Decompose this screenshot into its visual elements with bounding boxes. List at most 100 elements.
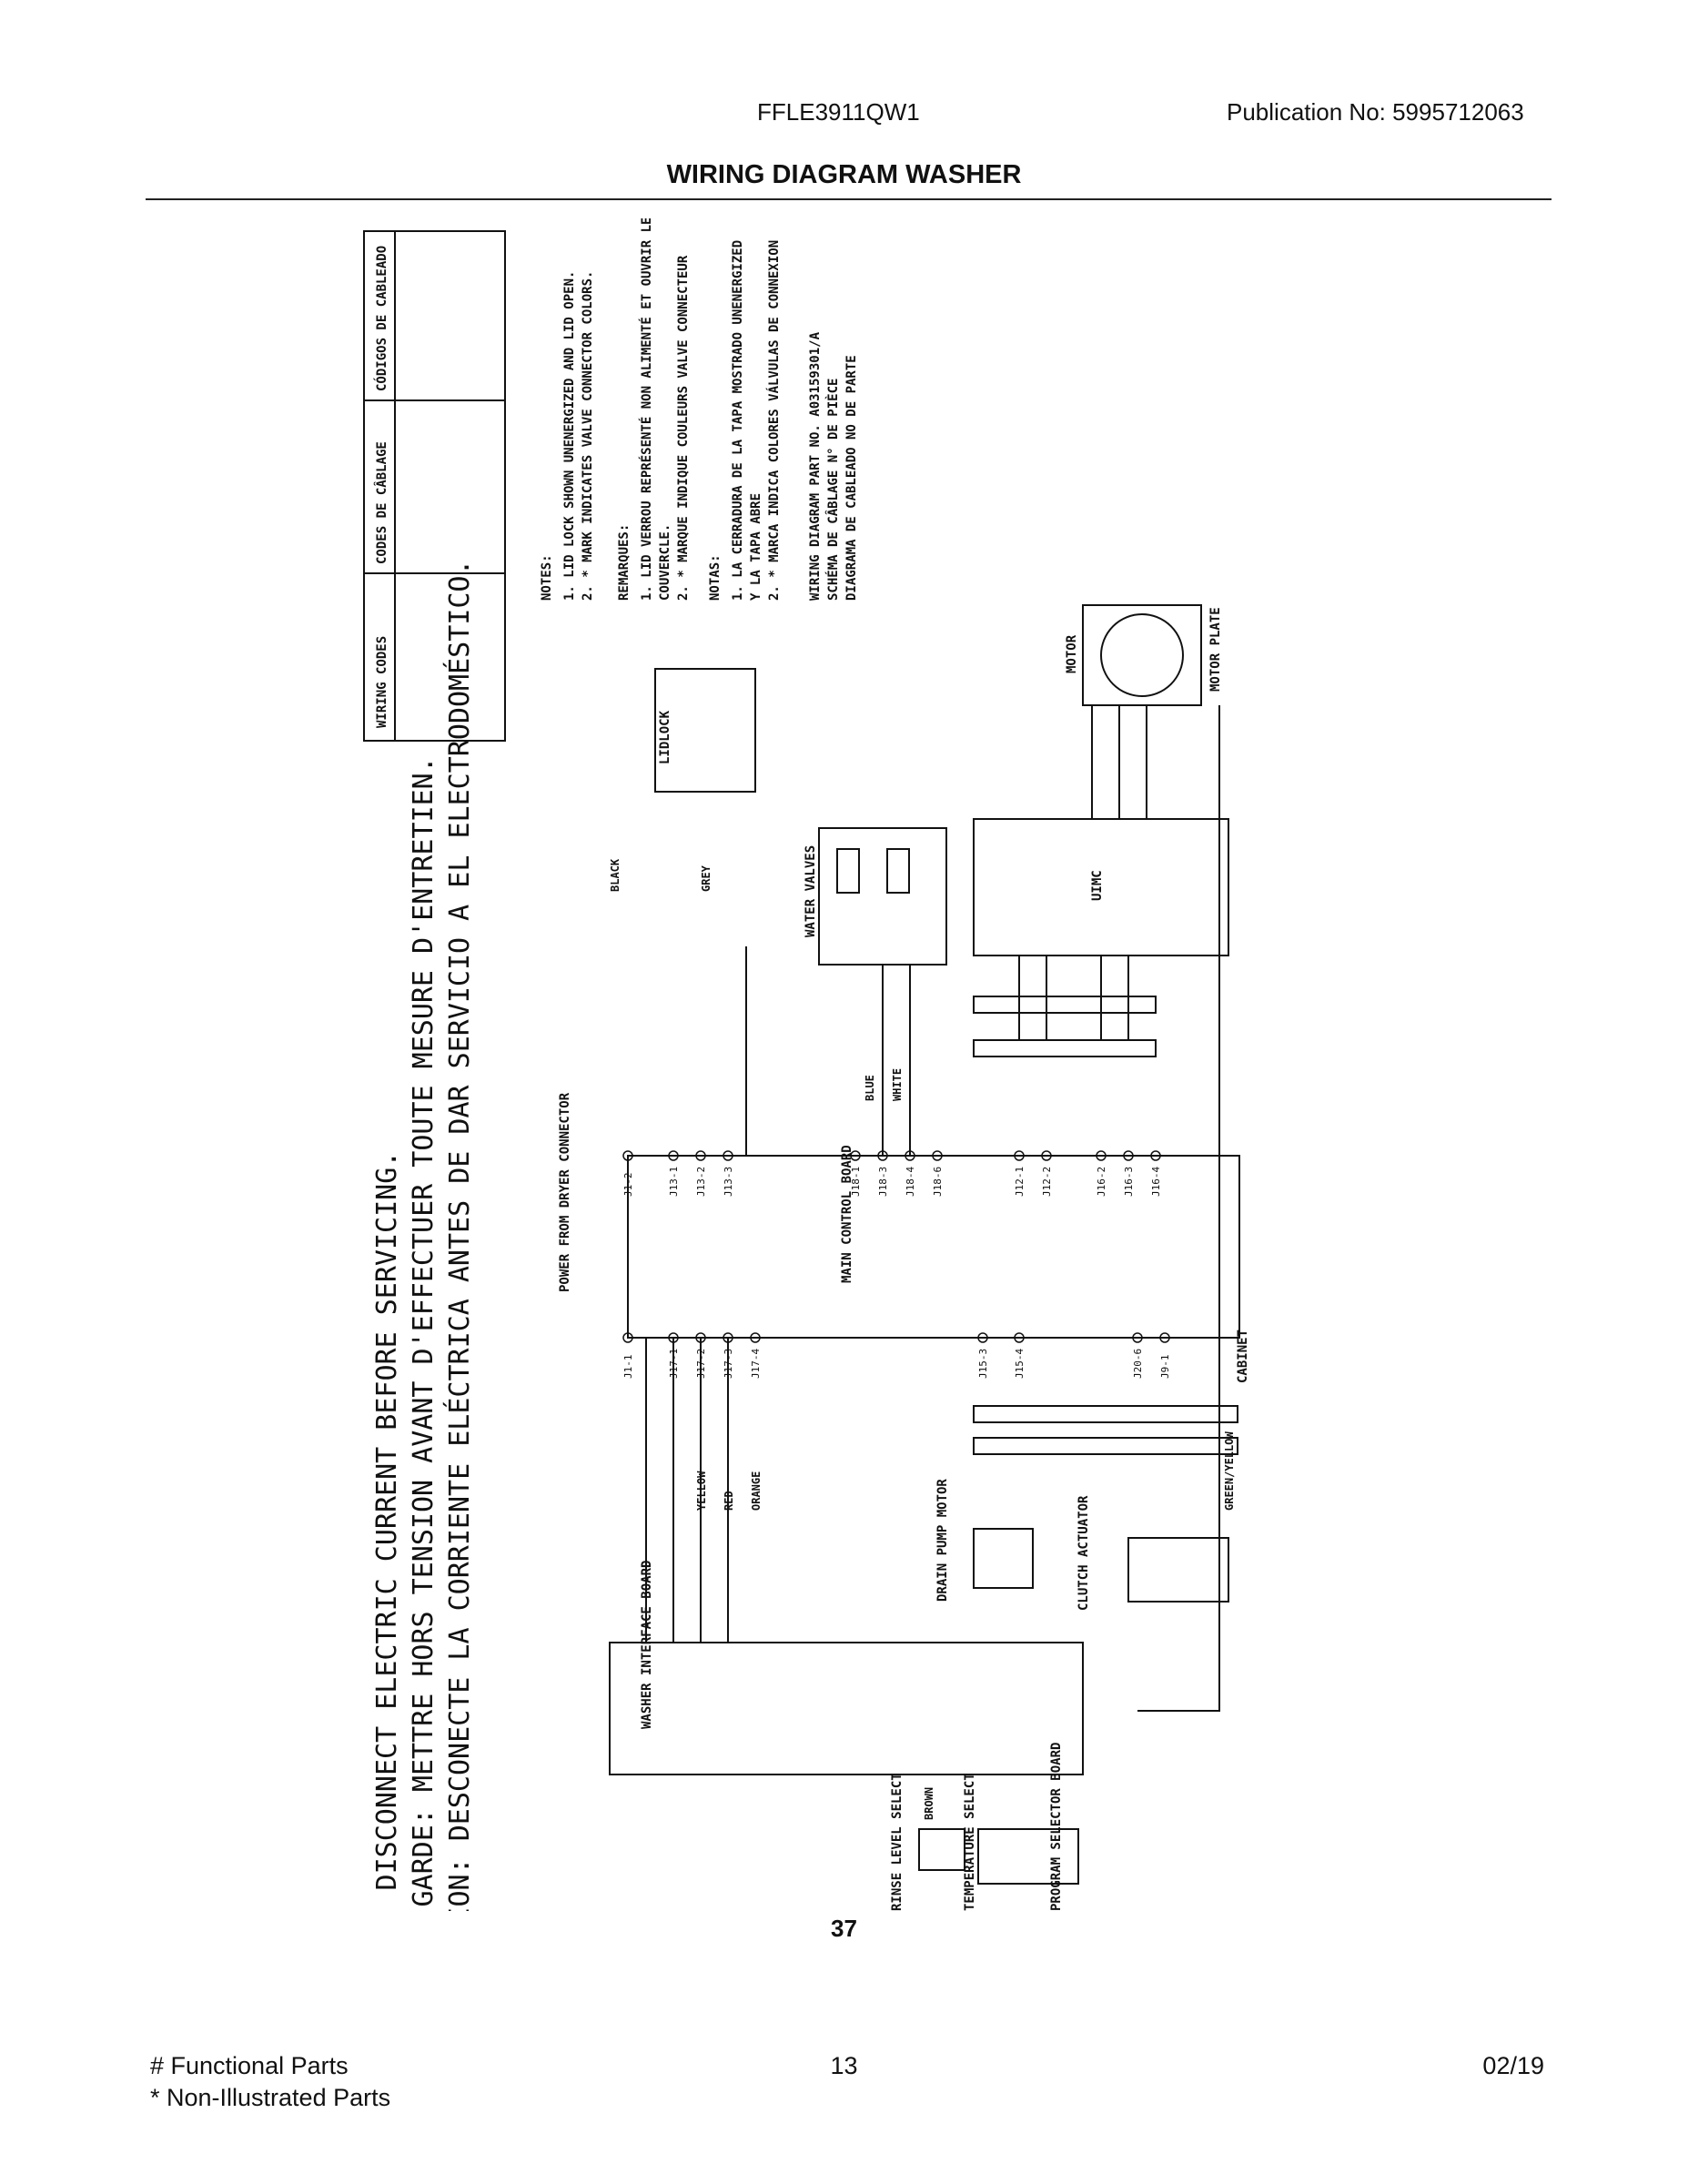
- footer-non-illustrated: * Non-Illustrated Parts: [150, 2084, 391, 2111]
- main-board-bottom-terminal: [668, 1332, 679, 1343]
- motor-label: MOTOR: [1065, 634, 1079, 673]
- main-board-bottom-terminal-label: J1-1: [622, 1355, 634, 1380]
- lidlock-label: LIDLOCK: [658, 710, 672, 764]
- notes-2: 2. * MARK INDICATES VALVE CONNECTOR COLO…: [581, 271, 595, 601]
- main-board-top-terminal: [695, 1150, 706, 1161]
- main-board-bottom-terminal-label: J15-3: [977, 1349, 989, 1379]
- clutch-label: CLUTCH ACTUATOR: [1076, 1495, 1091, 1611]
- notes-1: 1. LID LOCK SHOWN UNENERGIZED AND LID OP…: [562, 271, 577, 601]
- main-board-top-terminal: [1123, 1150, 1134, 1161]
- main-board-label: MAIN CONTROL BOARD: [840, 1145, 854, 1283]
- main-board-top-terminal: [1096, 1150, 1107, 1161]
- notes-9: Y LA TAPA ABRE: [749, 493, 763, 601]
- notes-13: DIAGRAMA DE CABLEADO NO DE PARTE: [844, 355, 859, 601]
- main-board-top-terminal: [668, 1150, 679, 1161]
- notes-11: WIRING DIAGRAM PART NO. A03159301/A: [808, 331, 823, 601]
- main-board-top-terminal-label: J13-1: [668, 1167, 680, 1197]
- notes-5: COUVERCLE.: [658, 524, 672, 601]
- page-title: WIRING DIAGRAM WASHER: [666, 160, 1022, 189]
- main-board-bottom-terminal: [977, 1332, 988, 1343]
- main-board-top-terminal-label: J12-1: [1014, 1167, 1026, 1197]
- wire-green-yellow-label: GREEN/YELLOW: [1223, 1431, 1236, 1511]
- main-board-top-terminal-label: J18-1: [850, 1167, 862, 1197]
- drain-pump-label: DRAIN PUMP MOTOR: [935, 1479, 950, 1602]
- main-board-top-terminal-label: J13-3: [723, 1167, 734, 1197]
- notes-8: 1. LA CERRADURA DE LA TAPA MOSTRADO UNEN…: [731, 240, 745, 601]
- main-board-bottom-terminal-label: J17-3: [723, 1349, 734, 1379]
- rinse-level-select: [918, 1828, 965, 1871]
- notes-6: 2. * MARQUE INDIQUE COULEURS VALVE CONNE…: [676, 255, 691, 601]
- main-board-bottom-terminal: [1159, 1332, 1170, 1343]
- main-board-bottom-terminal: [695, 1332, 706, 1343]
- main-board-top-terminal: [1041, 1150, 1052, 1161]
- main-board-top-terminal: [850, 1150, 861, 1161]
- main-board-top-terminal-label: J16-4: [1150, 1167, 1162, 1197]
- motor-box: [1082, 604, 1202, 706]
- notes-4: 1. LID VERROU REPRÉSENTÉ NON ALIMENTÉ ET…: [639, 218, 654, 601]
- main-board-top-terminal: [1014, 1150, 1025, 1161]
- program-label: PROGRAM SELECTOR BOARD: [1049, 1743, 1064, 1911]
- clutch-actuator-box: [1127, 1537, 1229, 1603]
- main-board-bottom-terminal: [750, 1332, 761, 1343]
- footer-date: 02/19: [1482, 2052, 1544, 2079]
- publication-number: Publication No: 5995712063: [1227, 98, 1524, 126]
- wire-white-label: WHITE: [891, 1068, 904, 1101]
- caution-en: CAUTION: DISCONNECT ELECTRIC CURRENT BEF…: [371, 1151, 403, 1911]
- wire-brown-label: BROWN: [923, 1787, 935, 1820]
- main-board-bottom-terminal-label: J17-2: [695, 1349, 707, 1379]
- lidlock-box: [654, 668, 756, 793]
- motor-plate-label: MOTOR PLATE: [1208, 607, 1223, 692]
- main-board-bottom-terminal-label: J17-4: [750, 1349, 762, 1379]
- caution-es: PRECAUCION: DESCONECTE LA CORRIENTE ELÉC…: [443, 559, 476, 1911]
- drain-pump-motor: [973, 1528, 1034, 1589]
- main-board-top-terminal-label: J16-2: [1096, 1167, 1107, 1197]
- main-board-bottom-terminal: [1132, 1332, 1143, 1343]
- notes-10: 2. * MARCA INDICA COLORES VÁLVULAS DE CO…: [766, 240, 782, 601]
- notes-7: NOTAS:: [708, 554, 723, 601]
- notes-3: REMARQUES:: [617, 524, 632, 601]
- codes-header-en: WIRING CODES: [375, 636, 389, 728]
- wiring-codes-table: [363, 230, 506, 742]
- power-label: POWER FROM DRYER CONNECTOR: [558, 1092, 572, 1292]
- main-board-bottom-terminal-label: J17-1: [668, 1349, 680, 1379]
- wire-grey-label: GREY: [700, 864, 713, 892]
- main-board-top-terminal: [622, 1150, 633, 1161]
- main-board-bottom-terminal: [622, 1332, 633, 1343]
- wire-red-label: RED: [723, 1491, 735, 1511]
- main-board-top-terminal-label: J13-2: [695, 1167, 707, 1197]
- washer-interface-board: [609, 1642, 1084, 1775]
- model-number: FFLE3911QW1: [757, 98, 920, 126]
- main-board-bottom-terminal-label: J9-1: [1159, 1355, 1171, 1380]
- footer-page-number: 13: [830, 2052, 858, 2079]
- wire-orange-label: ORANGE: [750, 1471, 763, 1511]
- main-board-top-terminal-label: J1-2: [622, 1173, 634, 1198]
- wire-yellow-label: YELLOW: [695, 1471, 708, 1511]
- program-selector-board: [977, 1828, 1079, 1885]
- main-board-top-terminal-label: J18-3: [877, 1167, 889, 1197]
- footer-functional-parts: # Functional Parts: [150, 2052, 349, 2079]
- notes-0: NOTES:: [540, 554, 554, 601]
- wiring-diagram: CAUTION: DISCONNECT ELECTRIC CURRENT BEF…: [363, 218, 1250, 1911]
- codes-header-fr: CODES DE CÂBLAGE: [374, 441, 389, 564]
- codes-header-es: CÓDIGOS DE CABLEADO: [373, 246, 389, 391]
- main-control-board: [627, 1155, 1240, 1339]
- main-board-top-terminal: [932, 1150, 943, 1161]
- cabinet-label: CABINET: [1236, 1330, 1250, 1383]
- main-board-bottom-terminal: [723, 1332, 733, 1343]
- wire-blue-label: BLUE: [864, 1075, 876, 1101]
- main-board-bottom-terminal-label: J15-4: [1014, 1349, 1026, 1379]
- temp-label: TEMPERATURE SELECT: [963, 1773, 977, 1911]
- main-board-bottom-terminal-label: J20-6: [1132, 1349, 1144, 1379]
- main-board-top-terminal-label: J18-4: [905, 1167, 916, 1197]
- main-board-top-terminal-label: J18-6: [932, 1167, 944, 1197]
- main-board-top-terminal-label: J16-3: [1123, 1167, 1135, 1197]
- notes-12: SCHÉMA DE CÂBLAGE N° DE PIÈCE: [825, 379, 841, 601]
- main-board-top-terminal: [877, 1150, 888, 1161]
- main-board-top-terminal: [905, 1150, 915, 1161]
- wire-black-label: BLACK: [609, 858, 622, 892]
- interface-board-label: WASHER INTERFACE BOARD: [640, 1561, 654, 1729]
- header-divider: [146, 198, 1552, 200]
- main-board-top-terminal-label: J12-2: [1041, 1167, 1053, 1197]
- caution-fr: MISE EN GARDE: METTRE HORS TENSION AVANT…: [408, 756, 440, 1911]
- main-board-bottom-terminal: [1014, 1332, 1025, 1343]
